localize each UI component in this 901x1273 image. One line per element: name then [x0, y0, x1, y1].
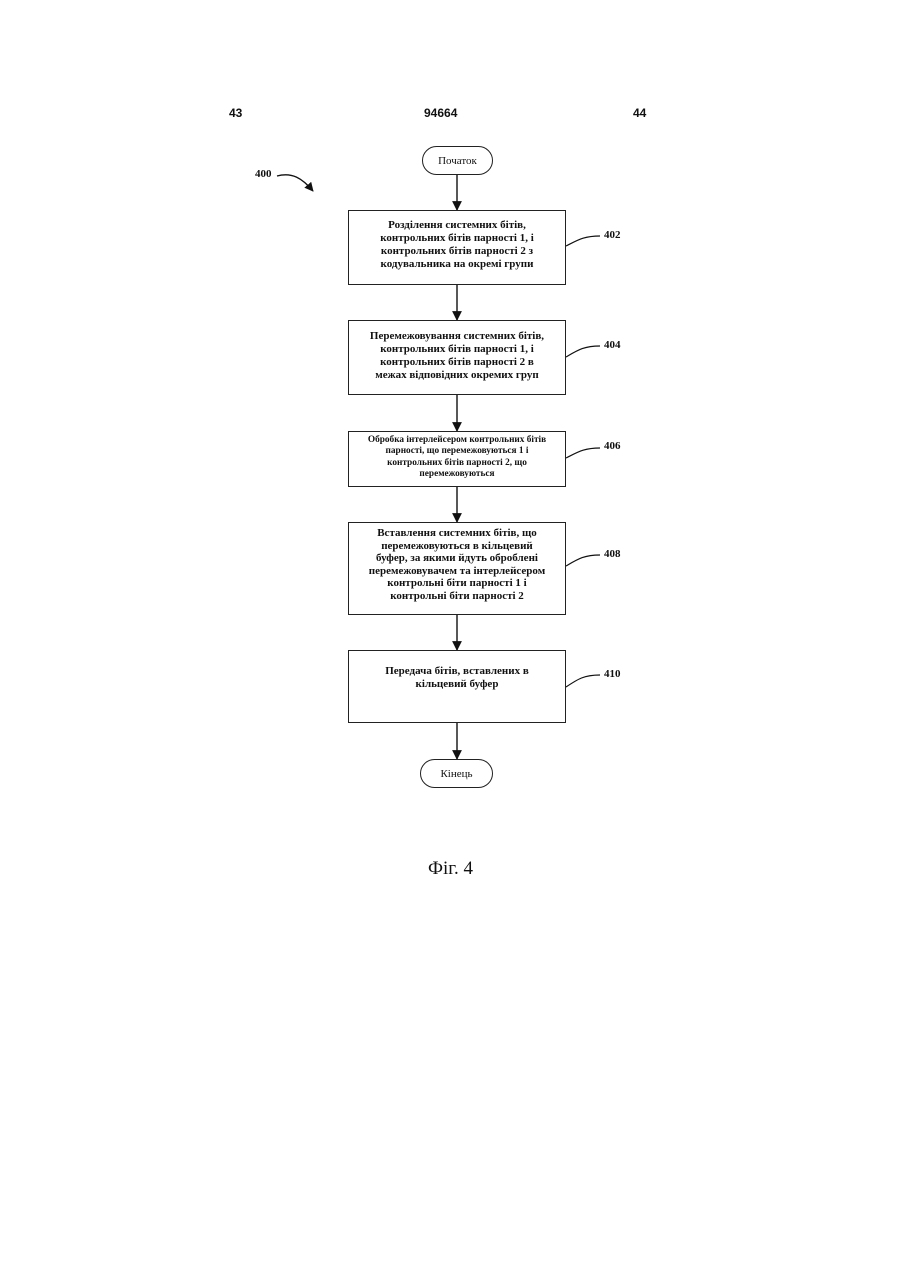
leader-402: [566, 236, 600, 246]
step-404-box: Перемежовування системних бітів, контрол…: [348, 320, 566, 395]
figure-caption: Фіг. 4: [0, 858, 901, 880]
step-408-ref: 408: [604, 548, 621, 560]
step-402-text: Розділення системних бітів, контрольних …: [374, 219, 540, 271]
end-terminal: Кінець: [420, 759, 493, 788]
leader-404: [566, 346, 600, 357]
figure-ref-label: 400: [255, 168, 272, 180]
step-402-box: Розділення системних бітів, контрольних …: [348, 210, 566, 285]
start-terminal: Початок: [422, 146, 493, 175]
step-408-text: Вставлення системних бітів, що перемежов…: [363, 527, 551, 602]
step-406-text: Обробка інтерлейсером контрольних бітів …: [366, 435, 548, 480]
end-label: Кінець: [440, 768, 472, 780]
step-404-ref: 404: [604, 339, 621, 351]
figure-ref-arrow: [277, 175, 313, 191]
step-406-box: Обробка інтерлейсером контрольних бітів …: [348, 431, 566, 487]
step-402-ref: 402: [604, 229, 621, 241]
leader-408: [566, 555, 600, 566]
start-label: Початок: [438, 155, 477, 167]
step-410-box: Передача бітів, вставлених в кільцевий б…: [348, 650, 566, 723]
leader-410: [566, 675, 600, 687]
step-410-text: Передача бітів, вставлених в кільцевий б…: [379, 665, 535, 691]
step-406-ref: 406: [604, 440, 621, 452]
step-408-box: Вставлення системних бітів, що перемежов…: [348, 522, 566, 615]
step-410-ref: 410: [604, 668, 621, 680]
leader-406: [566, 448, 600, 458]
step-404-text: Перемежовування системних бітів, контрол…: [364, 330, 550, 382]
